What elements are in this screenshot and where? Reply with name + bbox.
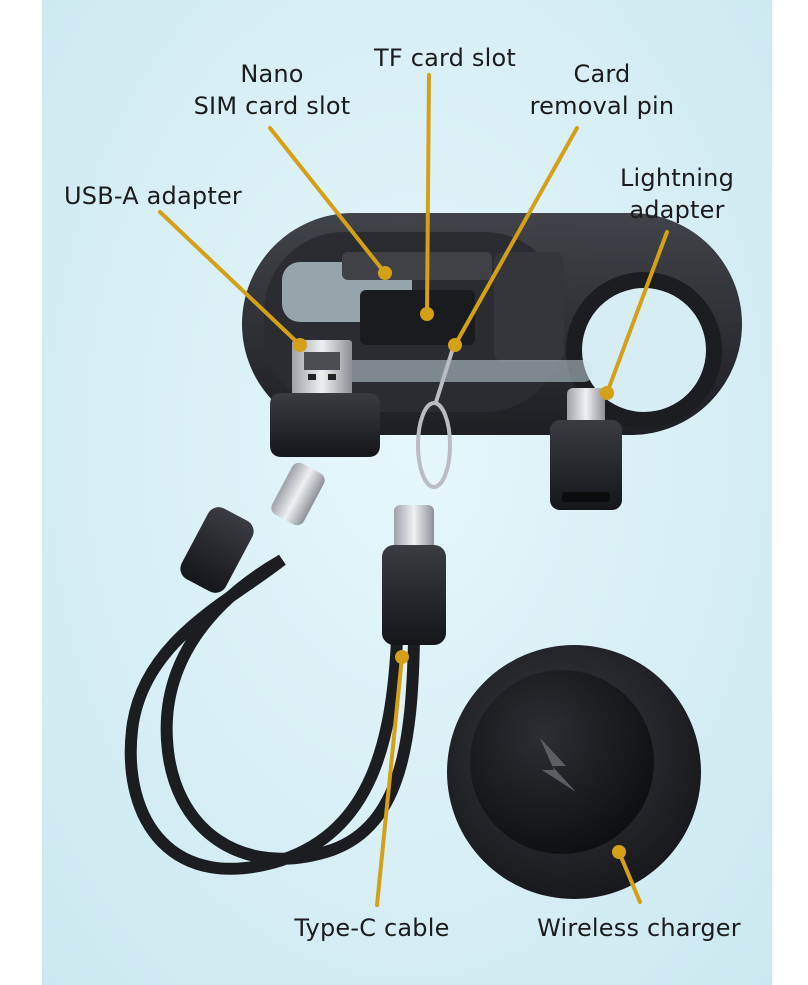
label-type-c-cable: Type-C cable [294,914,450,942]
label-lightning-adapter: Lightning adapter [619,164,735,224]
label-wireless-charger: Wireless charger [537,914,741,942]
lightning-adapter [550,388,622,510]
callout-wireless [617,850,642,904]
label-usb-a-adapter: USB-A adapter [64,182,242,210]
wireless-charger [447,645,701,899]
callout-tf-card [425,73,431,316]
label-tf-card-slot: TF card slot [374,44,516,72]
callout-type-c [375,655,404,907]
callout-card-pin [453,126,579,347]
callout-lines [158,73,669,907]
label-nano-sim-slot: Nano SIM card slot [193,60,351,120]
label-card-removal-pin: Card removal pin [529,60,675,120]
card-removal-pin [416,343,456,489]
usb-a-adapter [270,340,380,457]
lightning-bolt-icon [540,738,576,792]
callout-nano-sim [268,126,387,275]
callout-lightning [605,230,669,395]
callout-dots [293,266,626,859]
accessory-kit-illustration [124,73,742,907]
callout-usb-a [158,210,302,347]
type-c-cable [124,462,446,875]
product-photo: USB-A adapter Nano SIM card slot TF card… [42,0,772,985]
